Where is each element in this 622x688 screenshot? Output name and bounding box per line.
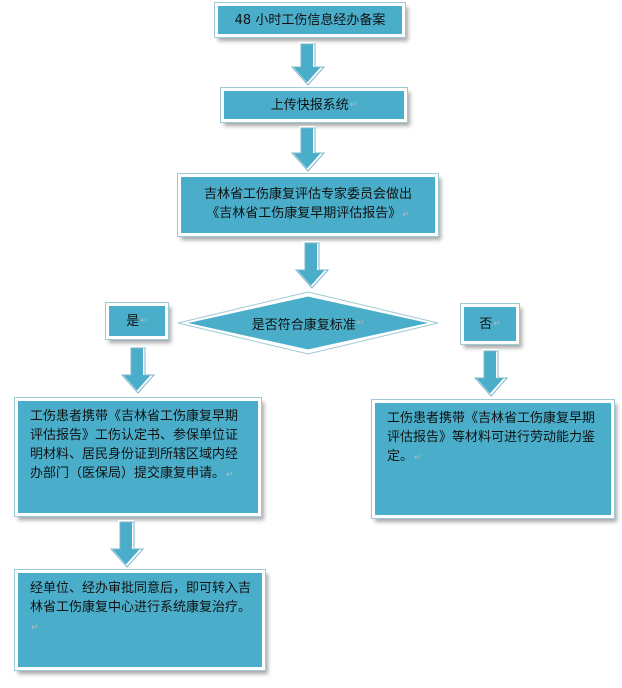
apply-box: 工伤患者携带《吉林省工伤康复早期评估报告》工伤认定书、参保单位证明材料、居民身份…	[14, 397, 262, 517]
appraisal-box: 工伤患者携带《吉林省工伤康复早期评估报告》等材料可进行劳动能力鉴定。↵	[371, 399, 615, 519]
no-box: 否↵	[460, 303, 520, 345]
paragraph-mark: ↵	[31, 623, 39, 633]
paragraph-mark: ↵	[226, 470, 234, 480]
decision-diamond	[177, 291, 439, 355]
transfer-text: 经单位、经办审批同意后，即可转入吉林省工伤康复中心进行系统康复治疗。	[30, 581, 252, 615]
paragraph-mark: ↵	[493, 318, 501, 329]
arrow-report-to-decision	[292, 241, 330, 289]
step-record-box: 48 小时工伤信息经办备案	[214, 2, 406, 38]
decision-text: 是否符合康复标准	[251, 317, 356, 333]
step-upload-text: 上传快报系统	[270, 97, 349, 113]
arrow-no-to-appraisal	[471, 349, 509, 397]
step-report-line2: 《吉林省工伤康复早期评估报告》	[206, 206, 402, 221]
yes-text: 是	[126, 313, 140, 329]
apply-text: 工伤患者携带《吉林省工伤康复早期评估报告》工伤认定书、参保单位证明材料、居民身份…	[30, 409, 239, 481]
step-upload-box: 上传快报系统↵	[220, 87, 408, 123]
yes-box: 是↵	[105, 302, 169, 340]
paragraph-mark: ↵	[349, 99, 358, 110]
paragraph-mark: ↵	[356, 318, 365, 328]
transfer-box: 经单位、经办审批同意后，即可转入吉林省工伤康复中心进行系统康复治疗。 ↵	[14, 569, 266, 671]
paragraph-mark: ↵	[402, 210, 410, 220]
no-text: 否	[479, 316, 493, 332]
arrow-record-to-upload	[288, 42, 326, 86]
step-report-box: 吉林省工伤康复评估专家委员会做出 《吉林省工伤康复早期评估报告》↵	[177, 173, 439, 237]
arrow-apply-to-transfer	[107, 520, 145, 568]
appraisal-text: 工伤患者携带《吉林省工伤康复早期评估报告》等材料可进行劳动能力鉴定。	[387, 411, 596, 464]
arrow-yes-to-apply	[118, 346, 156, 394]
step-record-text: 48 小时工伤信息经办备案	[234, 12, 386, 28]
arrow-upload-to-report	[288, 126, 326, 172]
decision-label-wrap: 是否符合康复标准↵	[178, 292, 438, 354]
step-report-line1: 吉林省工伤康复评估专家委员会做出	[203, 187, 412, 202]
paragraph-mark: ↵	[140, 315, 148, 326]
paragraph-mark: ↵	[414, 453, 422, 463]
